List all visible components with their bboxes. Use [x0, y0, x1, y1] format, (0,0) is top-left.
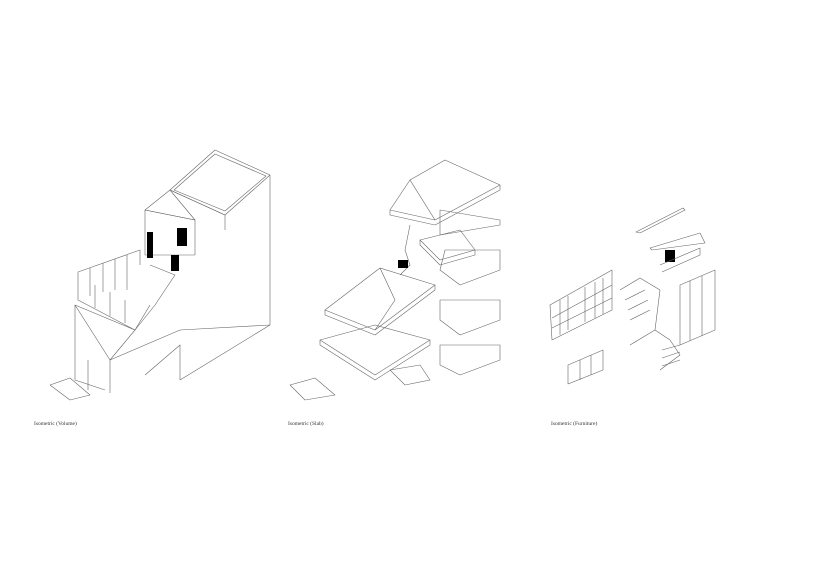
- caption-slab: Isometric (Slab): [288, 421, 324, 427]
- caption-furniture: Isometric (Furniture): [551, 421, 598, 427]
- caption-volume: Isometric (Volume): [34, 421, 77, 427]
